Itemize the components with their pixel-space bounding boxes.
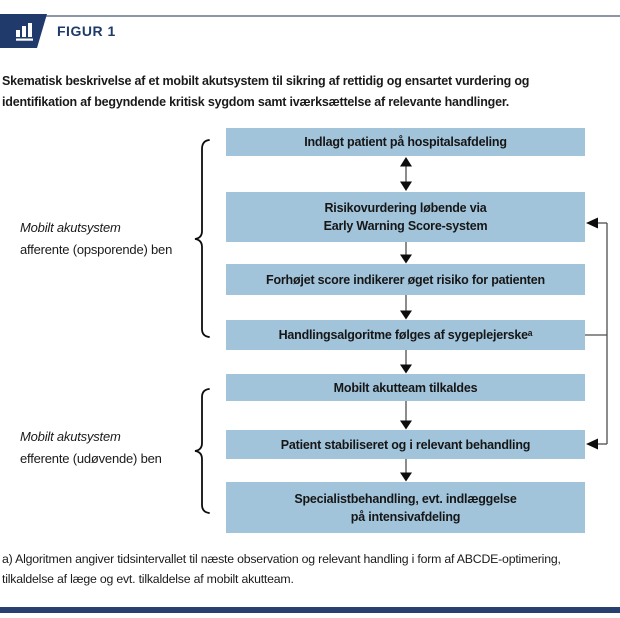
side-label-afferent: Mobilt akutsystem afferente (opsporende)… [20,217,172,261]
arrow-box2-box3 [400,242,412,264]
arrow-box6-box7 [400,459,412,482]
footnote: a) Algoritmen angiver tidsintervallet ti… [2,552,561,586]
side-label-afferent-line1: Mobilt akutsystem [20,220,121,235]
arrow-box4-box5 [400,350,412,374]
bottom-rule [0,607,620,613]
bar-chart-icon [16,22,38,41]
flow-box-specialist-treatment: Specialistbehandling, evt. indlæggelse p… [226,482,585,533]
header-rule [0,15,620,17]
flow-box-admitted-patient: Indlagt patient på hospitalsafdeling [226,128,585,156]
bracket-afferent [194,139,210,338]
flow-box-team-called: Mobilt akutteam tilkaldes [226,374,585,401]
flow-box-elevated-score: Forhøjet score indikerer øget risiko for… [226,264,585,295]
arrow-bidirectional-box1-box2 [400,157,412,191]
figure-caption: Skematisk beskrivelse af et mobilt akuts… [2,74,530,109]
arrow-box3-box4 [400,295,412,320]
side-label-efferent: Mobilt akutsystem efferente (udøvende) b… [20,426,162,470]
side-label-efferent-line1: Mobilt akutsystem [20,429,121,444]
arrow-box5-box6 [400,401,412,430]
feedback-loop [585,217,608,450]
figure-label: FIGUR 1 [57,23,116,39]
flow-box-risk-assessment: Risikovurdering løbende via Early Warnin… [226,192,585,242]
flow-box-action-algorithm: Handlingsalgoritme følges af sygeplejers… [226,320,585,350]
flow-box-patient-stabilized: Patient stabiliseret og i relevant behan… [226,430,585,459]
bracket-efferent [194,388,210,514]
side-label-efferent-line2: efferente (udøvende) ben [20,451,162,466]
side-label-afferent-line2: afferente (opsporende) ben [20,242,173,257]
